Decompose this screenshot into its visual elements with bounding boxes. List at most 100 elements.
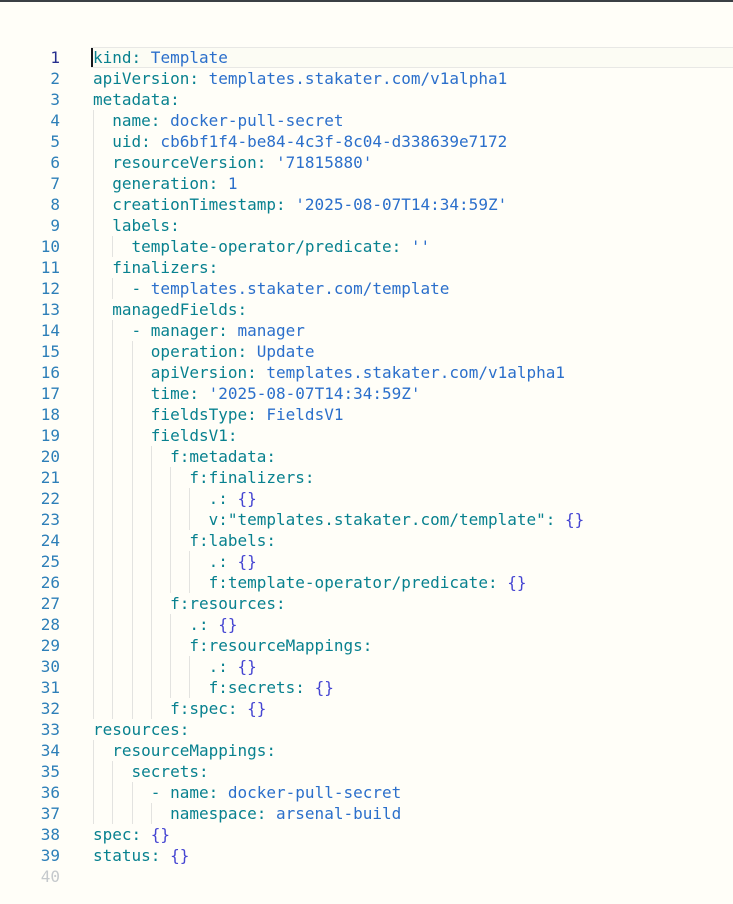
code-line[interactable]: .: {}	[93, 488, 257, 509]
line-number[interactable]: 32	[40, 699, 60, 718]
code-line[interactable]: v:"templates.stakater.com/template": {}	[93, 509, 585, 530]
code-line[interactable]: uid: cb6bf1f4-be84-4c3f-8c04-d338639e717…	[93, 131, 507, 152]
code-line[interactable]: fieldsType: FieldsV1	[93, 404, 344, 425]
line-number[interactable]: 30	[40, 657, 60, 676]
line-number[interactable]: 12	[40, 279, 60, 298]
indent-guide	[93, 509, 94, 530]
line-number[interactable]: 11	[40, 258, 60, 277]
line-number[interactable]: 14	[40, 321, 60, 340]
code-line[interactable]: - templates.stakater.com/template	[93, 278, 450, 299]
line-number[interactable]: 15	[40, 342, 60, 361]
line-number[interactable]: 18	[40, 405, 60, 424]
code-line[interactable]: name: docker-pull-secret	[93, 110, 343, 131]
line-number[interactable]: 39	[40, 846, 60, 865]
code-line[interactable]: status: {}	[93, 845, 189, 866]
indent-guide	[131, 488, 133, 509]
code-line[interactable]: .: {}	[93, 551, 257, 572]
yaml-value: templates.stakater.com/v1alpha1	[198, 69, 508, 88]
indent-guide	[131, 341, 133, 362]
yaml-key: f:spec:	[170, 699, 248, 718]
line-number[interactable]: 10	[40, 237, 60, 256]
code-line[interactable]: metadata:	[93, 89, 180, 110]
code-line[interactable]: operation: Update	[93, 341, 315, 362]
code-line[interactable]: f:metadata:	[93, 446, 276, 467]
line-number[interactable]: 5	[50, 132, 60, 151]
indent-guide	[112, 530, 114, 551]
yaml-key: manager:	[150, 321, 228, 340]
code-line[interactable]: .: {}	[93, 656, 257, 677]
code-line[interactable]: f:spec: {}	[93, 698, 266, 719]
yaml-key: finalizers:	[112, 258, 219, 277]
line-number[interactable]: 3	[50, 90, 60, 109]
line-number[interactable]: 20	[40, 447, 60, 466]
line-number[interactable]: 34	[40, 741, 60, 760]
line-number[interactable]: 31	[40, 678, 60, 697]
code-line[interactable]: spec: {}	[93, 824, 170, 845]
line-number[interactable]: 7	[50, 174, 60, 193]
line-number[interactable]: 22	[40, 489, 60, 508]
line-number[interactable]: 29	[40, 636, 60, 655]
line-number[interactable]: 25	[40, 552, 60, 571]
code-line[interactable]: resources:	[93, 719, 189, 740]
line-number[interactable]: 1	[50, 48, 60, 67]
code-line[interactable]: - name: docker-pull-secret	[93, 782, 401, 803]
line-number[interactable]: 19	[40, 426, 60, 445]
indent-guide	[131, 509, 133, 530]
line-number[interactable]: 21	[40, 468, 60, 487]
line-number[interactable]: 40	[40, 867, 60, 886]
yaml-key: resources:	[93, 720, 190, 739]
indent-guide	[93, 257, 94, 278]
code-line[interactable]: resourceVersion: '71815880'	[93, 152, 372, 173]
code-line[interactable]: f:secrets: {}	[93, 677, 334, 698]
line-number[interactable]: 36	[40, 783, 60, 802]
code-line[interactable]: fieldsV1:	[93, 425, 238, 446]
code-line[interactable]: time: '2025-08-07T14:34:59Z'	[93, 383, 421, 404]
code-line[interactable]: f:template-operator/predicate: {}	[93, 572, 527, 593]
line-number[interactable]: 33	[40, 720, 60, 739]
line-number[interactable]: 27	[40, 594, 60, 613]
code-line[interactable]: resourceMappings:	[93, 740, 276, 761]
code-line[interactable]: f:resourceMappings:	[93, 635, 372, 656]
yaml-dash: -	[131, 279, 151, 298]
code-line[interactable]: labels:	[93, 215, 179, 236]
code-line[interactable]: finalizers:	[93, 257, 218, 278]
code-line[interactable]: apiVersion: templates.stakater.com/v1alp…	[93, 362, 565, 383]
code-line[interactable]: - manager: manager	[93, 320, 305, 341]
code-line[interactable]: kind: Template	[93, 47, 228, 68]
line-number[interactable]: 35	[40, 762, 60, 781]
code-line[interactable]: namespace: arsenal-build	[93, 803, 401, 824]
line-number[interactable]: 37	[40, 804, 60, 823]
line-number[interactable]: 24	[40, 531, 60, 550]
indent-guide	[112, 614, 114, 635]
line-number[interactable]: 28	[40, 615, 60, 634]
line-number[interactable]: 9	[50, 216, 60, 235]
indent-guide	[93, 236, 94, 257]
code-line[interactable]: apiVersion: templates.stakater.com/v1alp…	[93, 68, 507, 89]
indent-guide	[112, 698, 114, 719]
yaml-braces: {}	[565, 510, 585, 529]
code-line-row: 30 .: {}	[0, 656, 733, 677]
code-line[interactable]: template-operator/predicate: ''	[93, 236, 431, 257]
indent-guide	[170, 488, 172, 509]
code-line[interactable]: f:labels:	[93, 530, 276, 551]
code-line[interactable]: managedFields:	[93, 299, 247, 320]
line-number[interactable]: 13	[40, 300, 60, 319]
line-number[interactable]: 8	[50, 195, 60, 214]
code-line[interactable]: f:finalizers:	[93, 467, 314, 488]
code-line[interactable]: f:resources:	[93, 593, 286, 614]
yaml-braces: {}	[237, 552, 257, 571]
line-number[interactable]: 17	[40, 384, 60, 403]
line-number[interactable]: 26	[40, 573, 60, 592]
line-number[interactable]: 23	[40, 510, 60, 529]
line-number[interactable]: 4	[50, 111, 60, 130]
line-number[interactable]: 16	[40, 363, 60, 382]
code-line[interactable]: creationTimestamp: '2025-08-07T14:34:59Z…	[93, 194, 507, 215]
code-line[interactable]: .: {}	[93, 614, 237, 635]
code-line[interactable]: generation: 1	[93, 173, 237, 194]
line-number[interactable]: 2	[50, 69, 60, 88]
code-line[interactable]: secrets:	[93, 761, 209, 782]
indent-guide	[150, 572, 152, 593]
line-number[interactable]: 6	[50, 153, 60, 172]
indent-guide	[112, 236, 114, 257]
line-number[interactable]: 38	[40, 825, 60, 844]
